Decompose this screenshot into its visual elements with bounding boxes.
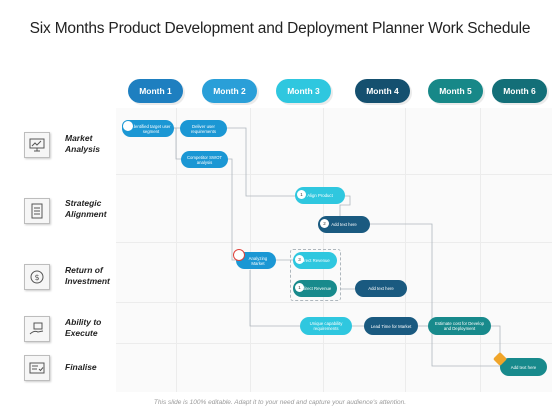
- target-icon: [122, 120, 134, 132]
- grid-divider: [116, 242, 552, 243]
- month-6-header: Month 6: [492, 79, 547, 103]
- row-label-return-of-investment: Return of Investment: [65, 265, 110, 286]
- task-label: Lead Time for Market: [370, 323, 412, 329]
- grid-divider: [250, 108, 251, 392]
- task-label: Add text here: [331, 222, 357, 227]
- task-competitor-swot: Competitor SWOT analysis: [181, 151, 228, 168]
- grid-divider: [116, 343, 552, 344]
- task-lead-time: Lead Time for Market: [364, 317, 418, 335]
- task-unique-capability: Unique capability requirements: [300, 317, 352, 335]
- task-identified-target: Identified target user segment: [122, 120, 174, 137]
- task-analyzing-market: Analyzing Market: [233, 249, 276, 269]
- task-add-text-3: Add text here: [492, 351, 547, 376]
- row-label-ability-to-execute: Ability to Execute: [65, 317, 102, 338]
- task-label: Analyzing Market: [248, 255, 268, 266]
- month-5-header: Month 5: [428, 79, 483, 103]
- row-label-finalise: Finalise: [65, 362, 97, 372]
- grid-divider: [116, 174, 552, 175]
- badge: 1: [295, 283, 304, 292]
- badge: 3: [295, 255, 304, 264]
- month-4-header: Month 4: [355, 79, 410, 103]
- task-label: Unique capability requirements: [309, 321, 343, 331]
- grid-divider: [116, 302, 552, 303]
- task-label: Add text here: [510, 364, 537, 370]
- task-label: Deliver user requirements: [190, 123, 217, 134]
- task-label: Estimate cost for Develop and Deployment: [435, 321, 484, 331]
- task-label: Indirect Revenue: [298, 286, 332, 291]
- footer-note: This slide is 100% editable. Adapt it to…: [153, 399, 407, 406]
- task-label: Competitor SWOT analysis: [186, 154, 223, 165]
- svg-text:$: $: [34, 273, 39, 282]
- dollar-coin-icon: $: [24, 264, 50, 290]
- task-direct-revenue: 3 Direct Revenue: [293, 252, 337, 269]
- task-deliver-user-req: Deliver user requirements: [180, 120, 227, 137]
- revenue-group-outline: [290, 249, 341, 301]
- task-label: Identified target user segment: [131, 123, 171, 134]
- month-3-header: Month 3: [276, 79, 331, 103]
- task-indirect-revenue: 1 Indirect Revenue: [293, 280, 337, 297]
- row-label-strategic-alignment: Strategic Alignment: [65, 198, 107, 219]
- badge: 2: [320, 219, 329, 228]
- task-add-text-2: Add text here: [355, 280, 407, 297]
- grid-divider: [323, 108, 324, 392]
- month-2-header: Month 2: [202, 79, 257, 103]
- task-label: Direct Revenue: [300, 258, 330, 263]
- checklist-icon: [24, 198, 50, 224]
- task-label: Align Product: [307, 193, 333, 198]
- grid-divider: [176, 108, 177, 392]
- task-add-text-1: 2 Add text here: [318, 216, 370, 233]
- month-1-header: Month 1: [128, 79, 183, 103]
- monitor-chart-icon: [24, 132, 50, 158]
- grid-divider: [405, 108, 406, 392]
- target-icon: [233, 249, 245, 261]
- row-label-market-analysis: Market Analysis: [65, 133, 100, 154]
- task-label: Add text here: [368, 286, 394, 291]
- task-align-product: 1 Align Product: [295, 187, 345, 204]
- page-title: Six Months Product Development and Deplo…: [29, 20, 531, 37]
- badge: 1: [297, 190, 306, 199]
- hand-money-icon: [24, 316, 50, 342]
- task-estimate-cost: Estimate cost for Develop and Deployment: [428, 317, 491, 335]
- grid-divider: [480, 108, 481, 392]
- document-check-icon: [24, 355, 50, 381]
